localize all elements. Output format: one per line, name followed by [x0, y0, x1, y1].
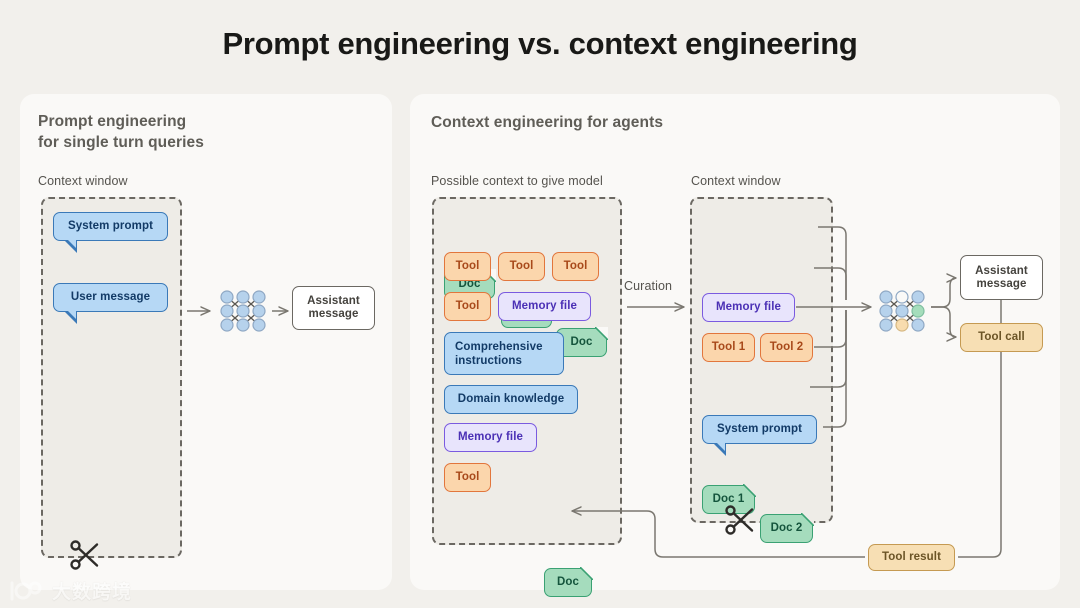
- assistant-message-box[interactable]: Assistant message: [960, 255, 1043, 300]
- left-chip-user-message[interactable]: User message: [53, 283, 168, 324]
- tool-result-box[interactable]: Tool result: [868, 544, 955, 571]
- right-context-window-label: Context window: [691, 174, 781, 188]
- ctx-doc-1-label: Doc 1: [712, 493, 745, 505]
- left-scissors-icon: [70, 540, 99, 570]
- left-assistant-message-line1: Assistant: [307, 295, 360, 307]
- possible-tool-4-label: Tool: [455, 300, 480, 312]
- left-context-window-label: Context window: [38, 174, 128, 188]
- ctx-doc-1[interactable]: Doc 1: [702, 484, 756, 514]
- possible-memory-file-1[interactable]: Memory file: [498, 292, 591, 321]
- ctx-system-prompt[interactable]: System prompt: [702, 415, 817, 456]
- possible-tool-1[interactable]: Tool: [444, 252, 491, 281]
- possible-doc-4-label: Doc: [556, 576, 580, 588]
- possible-tool-3[interactable]: Tool: [552, 252, 599, 281]
- page-fold-icon: [594, 327, 608, 341]
- right-panel-heading: Context engineering for agents: [431, 114, 664, 131]
- right-scissors-icon: [725, 505, 754, 535]
- ctx-system-prompt-label: System prompt: [716, 423, 802, 435]
- possible-tool-2-label: Tool: [509, 260, 534, 272]
- possible-tool-2[interactable]: Tool: [498, 252, 545, 281]
- assistant-message-line1: Assistant: [975, 264, 1028, 277]
- possible-tool-5[interactable]: Tool: [444, 463, 491, 492]
- page-title: Prompt engineering vs. context engineeri…: [222, 26, 858, 61]
- assistant-message-line2: message: [976, 277, 1027, 290]
- possible-comprehensive-instructions-label: Comprehensive instructions: [455, 340, 543, 367]
- ctx-memory-file-label: Memory file: [715, 301, 781, 313]
- possible-doc-3-label: Doc: [570, 336, 593, 348]
- tool-result-label: Tool result: [881, 551, 942, 563]
- left-panel-heading-line2: for single turn queries: [38, 134, 204, 151]
- ctx-tool-1-label: Tool 1: [711, 341, 746, 353]
- left-chip-system-prompt-label: System prompt: [67, 220, 153, 232]
- watermark-text: 大数跨境: [52, 582, 133, 603]
- left-context-window: [41, 197, 182, 558]
- possible-memory-file-1-label: Memory file: [511, 300, 577, 312]
- left-assistant-message-line2: message: [308, 308, 359, 320]
- possible-comprehensive-instructions[interactable]: Comprehensive instructions: [444, 332, 564, 375]
- ctx-memory-file[interactable]: Memory file: [702, 293, 795, 322]
- possible-tool-1-label: Tool: [455, 260, 480, 272]
- ctx-tool-2-label: Tool 2: [769, 341, 804, 353]
- left-chip-system-prompt[interactable]: System prompt: [53, 212, 168, 253]
- curation-label: Curation: [624, 279, 673, 293]
- page-fold-icon: [800, 513, 814, 527]
- circle-logo-icon: [10, 581, 42, 600]
- page-fold-icon: [742, 484, 756, 498]
- possible-domain-knowledge-label: Domain knowledge: [457, 393, 565, 405]
- possible-tool-5-label: Tool: [455, 471, 480, 483]
- neural-network-icon: [220, 290, 266, 332]
- page-fold-icon: [579, 567, 593, 581]
- possible-domain-knowledge[interactable]: Domain knowledge: [444, 385, 578, 414]
- tool-call-box[interactable]: Tool call: [960, 323, 1043, 352]
- ctx-tool-1[interactable]: Tool 1: [702, 333, 755, 362]
- left-assistant-message-box[interactable]: Assistant message: [292, 286, 375, 330]
- possible-memory-file-2[interactable]: Memory file: [444, 423, 537, 452]
- possible-doc-3[interactable]: Doc: [556, 327, 608, 357]
- neural-network-icon: [879, 290, 925, 332]
- possible-doc-1-label: Doc: [458, 278, 481, 290]
- ctx-tool-2[interactable]: Tool 2: [760, 333, 813, 362]
- possible-tool-3-label: Tool: [563, 260, 588, 272]
- watermark: 大数跨境: [8, 577, 132, 604]
- possible-tool-4[interactable]: Tool: [444, 292, 491, 321]
- left-chip-user-message-label: User message: [70, 291, 151, 303]
- ctx-doc-2-label: Doc 2: [770, 522, 803, 534]
- ctx-doc-2[interactable]: Doc 2: [760, 513, 814, 543]
- tool-call-label: Tool call: [978, 331, 1025, 343]
- possible-context-label: Possible context to give model: [431, 174, 603, 188]
- possible-memory-file-2-label: Memory file: [457, 431, 523, 443]
- possible-doc-4[interactable]: Doc: [544, 567, 593, 597]
- left-panel-heading-line1: Prompt engineering: [38, 113, 187, 130]
